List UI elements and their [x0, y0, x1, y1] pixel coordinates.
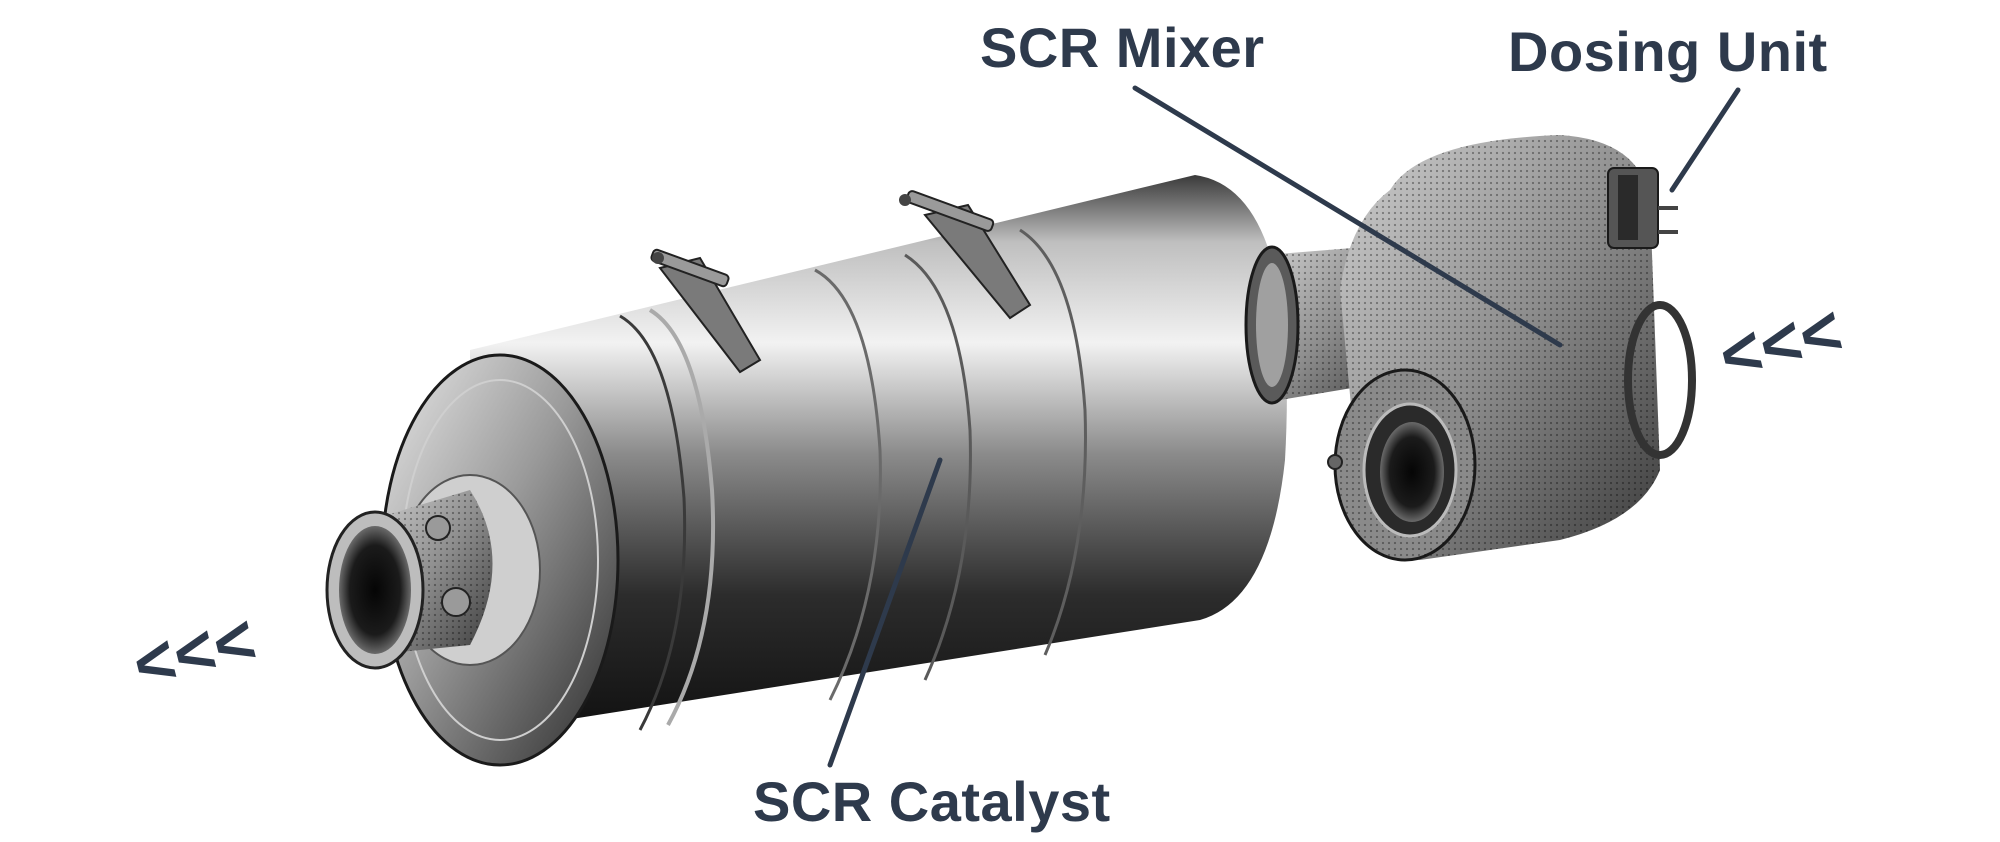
- leader-line-scr-catalyst: [827, 457, 943, 768]
- flow-arrow-outlet: <<<: [125, 599, 263, 704]
- clamp-icon: [899, 190, 1032, 320]
- leader-line-scr-mixer: [1132, 85, 1563, 348]
- flow-arrow-inlet: <<<: [1712, 291, 1850, 396]
- outlet-pipe: [325, 490, 493, 670]
- scr-mixer-label: SCR Mixer: [980, 16, 1265, 79]
- clamp-icon: [650, 248, 762, 374]
- leader-line-dosing-unit: [1669, 87, 1741, 193]
- scr-catalyst-label: SCR Catalyst: [753, 770, 1111, 833]
- scr-mixer-body: [1327, 135, 1696, 562]
- dosing-unit-label: Dosing Unit: [1508, 20, 1828, 83]
- scr-catalyst-body: [470, 175, 1287, 735]
- dosing-unit-body: [1607, 167, 1678, 249]
